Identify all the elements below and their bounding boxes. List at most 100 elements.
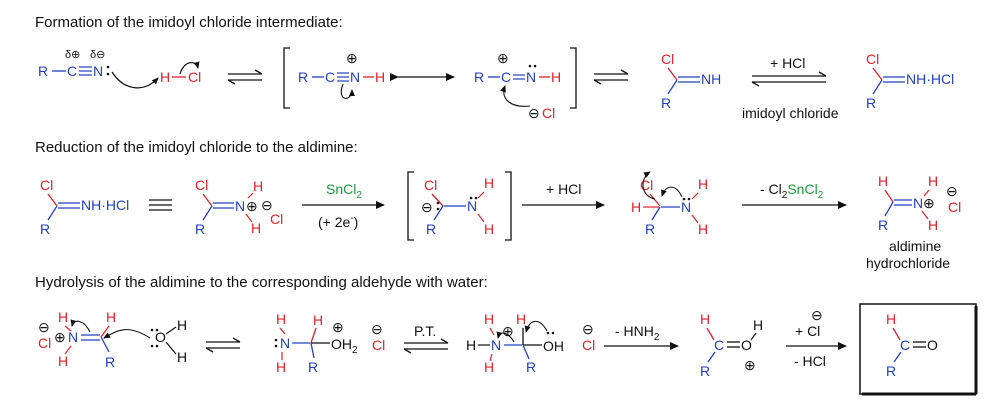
chlorine-label: Cl xyxy=(866,51,879,67)
positive-charge: ⊕ xyxy=(744,357,756,373)
r-group-label: R xyxy=(700,363,710,379)
oxygen-label: O xyxy=(155,329,166,345)
chlorine-label: Cl xyxy=(270,211,283,227)
pt-label: P.T. xyxy=(414,323,436,339)
aldehyde-product-box: H C R O xyxy=(859,303,978,396)
hcl-reagent-label: + HCl xyxy=(770,55,805,71)
carbon-label: C xyxy=(714,337,724,353)
hydrogen-label: H xyxy=(313,312,323,328)
chlorine-label: Cl xyxy=(640,177,653,193)
carbon-label: C xyxy=(501,69,511,85)
r-group-label: R xyxy=(38,63,48,79)
hydrogen-label: H xyxy=(631,199,641,215)
equilibrium-arrow xyxy=(205,337,241,353)
nitrogen-label: N xyxy=(93,63,103,79)
section-title-formation: Formation of the imidoyl chloride interm… xyxy=(35,14,343,31)
nitrogen-label: N xyxy=(491,337,501,353)
hydrogen-label: H xyxy=(698,176,708,192)
r-group-label: R xyxy=(40,221,50,237)
imidoyl-chloride-caption: imidoyl chloride xyxy=(742,105,839,121)
chlorine-label: Cl xyxy=(40,177,53,193)
carbanion-intermediate: Cl ⊖ R N H H xyxy=(421,175,494,237)
r-group-label: R xyxy=(878,217,888,233)
positive-charge: ⊕ xyxy=(497,50,509,66)
add-cl-label: + Cl xyxy=(795,323,820,339)
deprotonation-arrow: ⊖ + Cl - HCl xyxy=(786,307,847,369)
chlorine-label: Cl xyxy=(372,337,385,353)
hydrogen-label: H xyxy=(484,359,494,375)
hydrogen-label: H xyxy=(484,311,494,327)
oxygen-label: O xyxy=(927,337,938,353)
chlorine-label: Cl xyxy=(424,177,437,193)
r-group-label: R xyxy=(298,69,308,85)
hydrogen-label: H xyxy=(700,311,710,327)
equilibrium-arrow xyxy=(227,69,263,85)
nh-hcl-label: NH·HCl xyxy=(906,71,954,87)
nitrogen-label: N xyxy=(280,335,290,351)
hydrogen-label: H xyxy=(276,359,286,375)
hydrogen-label: H xyxy=(698,221,708,237)
r-group-label: R xyxy=(645,221,655,237)
nitrogen-label: N xyxy=(68,329,78,345)
positive-charge: ⊕ xyxy=(332,319,344,335)
negative-charge: ⊖ xyxy=(421,199,433,215)
imidoyl-chloride-hcl-structure: Cl R NH·HCl xyxy=(40,177,129,237)
identity-sign xyxy=(149,199,172,211)
hcl-equilibrium: + HCl imidoyl chloride xyxy=(742,55,839,121)
elimination-arrow: - Cl2SnCl2 xyxy=(742,181,847,209)
aldimine-hydrochloride-structure: H R N ⊕ H H ⊖ Cl aldimine hydrochloride xyxy=(866,173,961,271)
hydrogen-label: H xyxy=(753,317,763,333)
positive-charge: ⊕ xyxy=(502,323,514,339)
positive-charge: ⊕ xyxy=(923,195,935,211)
nitrile-structure: R C N δ⊕ δ⊖ xyxy=(38,49,110,79)
nitrogen-label: N xyxy=(467,198,477,214)
protonated-aldehyde-structure: H C R O H ⊕ xyxy=(700,311,763,379)
negative-charge: ⊖ xyxy=(528,105,540,121)
section-title-hydrolysis: Hydrolysis of the aldimine to the corres… xyxy=(35,274,488,291)
chlorine-label: Cl xyxy=(38,335,51,351)
hydrogen-label: H xyxy=(878,173,888,189)
delta-minus-label: δ⊖ xyxy=(90,49,105,61)
aldimine-water-structure: ⊖ Cl ⊕ N H H H R O H H xyxy=(38,309,187,370)
r-group-label: R xyxy=(105,354,115,370)
hydrogen-label: H xyxy=(160,69,170,85)
hydrogen-label: H xyxy=(375,69,385,85)
r-group-label: R xyxy=(886,363,896,379)
positive-charge: ⊕ xyxy=(246,198,258,214)
chlorine-label: Cl xyxy=(188,69,201,85)
elimination-label: - Cl2SnCl2 xyxy=(760,181,824,201)
negative-charge: ⊖ xyxy=(38,319,50,335)
ammonium-intermediate: H H N ⊕ H H R OH ⊖ Cl xyxy=(466,311,595,375)
nitrogen-label: N xyxy=(913,195,923,211)
electrons-label: (+ 2e-) xyxy=(318,213,358,230)
nh-hcl-label: NH·HCl xyxy=(81,197,129,213)
sncl2-reduction-arrow: SnCl2 (+ 2e-) xyxy=(302,181,385,230)
aldimine-caption: aldimine xyxy=(889,238,941,254)
section-title-reduction: Reduction of the imidoyl chloride to the… xyxy=(35,139,358,156)
positive-charge: ⊕ xyxy=(54,329,66,345)
nitrogen-label: N xyxy=(681,199,691,215)
r-group-label: R xyxy=(661,95,671,111)
hcl-arrow: + HCl xyxy=(522,181,605,209)
hydrogen-label: H xyxy=(928,217,938,233)
oxonium-intermediate: H N H H R OH2 ⊕ ⊖ Cl xyxy=(274,311,385,375)
bracket-left xyxy=(407,171,414,241)
ammonia-loss-arrow: - HNH2 xyxy=(604,323,679,350)
carbon-label: C xyxy=(900,337,910,353)
hydrogen-label: H xyxy=(251,220,261,236)
hydrogen-label: H xyxy=(106,309,116,325)
bracket-right xyxy=(505,171,512,241)
carbon-label: C xyxy=(67,63,77,79)
hydrogen-label: H xyxy=(177,349,187,365)
hydrogen-label: H xyxy=(58,309,68,325)
bracket-right xyxy=(570,47,577,109)
hydrogen-label: H xyxy=(928,173,938,189)
nitrilium-structure: R C N ⊕ H xyxy=(298,50,385,99)
negative-charge: ⊖ xyxy=(261,197,273,213)
hydrogen-label: H xyxy=(516,311,526,327)
hcl-structure: H Cl xyxy=(160,61,201,85)
bracket-left xyxy=(283,47,290,109)
iminium-chloride-structure: Cl R N ⊕ H H ⊖ Cl xyxy=(195,177,283,237)
positive-charge: ⊕ xyxy=(346,50,358,66)
